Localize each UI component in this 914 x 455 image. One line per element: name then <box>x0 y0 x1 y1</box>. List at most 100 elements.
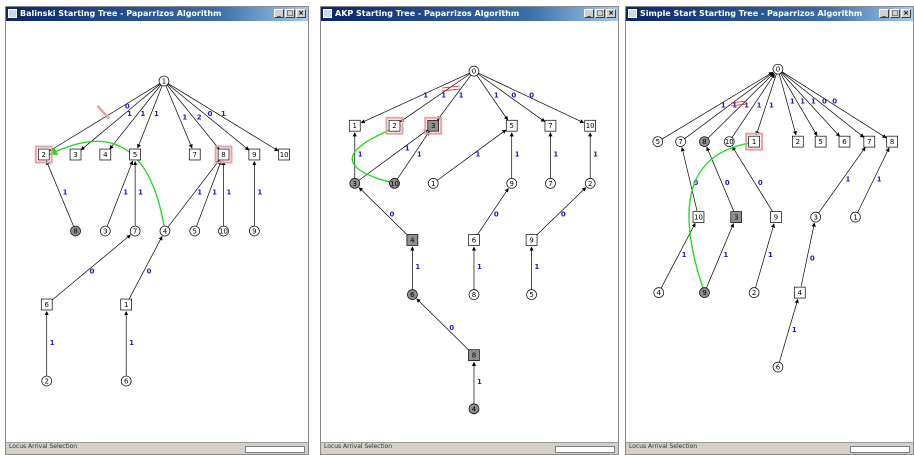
tree-edge <box>167 83 250 151</box>
tree-node-square[interactable]: 8 <box>886 135 898 148</box>
tree-node-circle[interactable]: 1 <box>850 211 861 223</box>
tree-node-circle[interactable]: 7 <box>545 178 556 189</box>
tree-node-circle[interactable]: 8 <box>468 289 480 300</box>
tree-node-circle[interactable]: 3 <box>100 225 111 237</box>
tree-node-circle[interactable]: 0 <box>772 63 784 75</box>
tree-node-square[interactable]: 5 <box>129 148 141 161</box>
tree-node-circle[interactable]: 6 <box>407 289 418 300</box>
window-akp[interactable]: AKP Starting Tree - Paparrizos Algorithm… <box>320 6 619 455</box>
tree-node-square[interactable]: 8 <box>214 145 233 164</box>
edge-weight-label: 1 <box>221 110 226 118</box>
tree-node-circle[interactable]: 8 <box>699 136 710 147</box>
tree-node-square[interactable]: 5 <box>814 135 827 148</box>
tree-node-circle[interactable]: 1 <box>427 178 439 189</box>
tree-edge <box>106 160 134 227</box>
tree-node-square[interactable]: 1 <box>745 132 764 151</box>
title-bar[interactable]: Simple Start Starting Tree - Paparrizos … <box>626 7 913 21</box>
tree-node-circle[interactable]: 5 <box>652 136 664 147</box>
tree-node-circle[interactable]: 4 <box>653 287 665 298</box>
tree-node-square[interactable]: 3 <box>69 148 82 161</box>
tree-node-circle[interactable]: 5 <box>526 289 537 300</box>
maximize-button[interactable]: □ <box>595 9 605 18</box>
tree-node-square[interactable]: 9 <box>525 234 538 246</box>
node-label: 8 <box>73 227 77 235</box>
tree-node-circle[interactable]: 6 <box>772 361 784 373</box>
tree-edge <box>167 159 220 228</box>
tree-edge <box>360 72 470 124</box>
tree-node-square[interactable]: 2 <box>791 135 804 148</box>
tree-node-circle[interactable]: 9 <box>506 178 518 189</box>
tree-node-circle[interactable]: 8 <box>70 225 81 237</box>
node-label: 3 <box>353 180 357 188</box>
tree-node-square[interactable]: 10 <box>584 119 596 132</box>
tree-node-square[interactable]: 5 <box>505 119 518 132</box>
removed-edge-mark <box>731 100 748 107</box>
tree-node-circle[interactable]: 9 <box>699 287 710 298</box>
edge-weight-label: 1 <box>515 151 520 159</box>
tree-edge <box>396 131 430 180</box>
tree-node-square[interactable]: 8 <box>468 349 480 361</box>
tree-node-circle[interactable]: 7 <box>675 136 686 147</box>
close-button[interactable]: × <box>901 9 911 18</box>
edge-weight-label: 1 <box>212 189 217 197</box>
title-bar[interactable]: Balinski Starting Tree - Paparrizos Algo… <box>6 7 308 21</box>
tree-node-square[interactable]: 1 <box>120 298 133 311</box>
tree-edge <box>780 73 818 137</box>
minimize-button[interactable]: _ <box>584 9 594 18</box>
tree-edge <box>476 74 509 121</box>
minimize-button[interactable]: _ <box>879 9 889 18</box>
tree-node-square[interactable]: 6 <box>40 298 53 311</box>
close-button[interactable]: × <box>296 9 306 18</box>
tree-node-circle[interactable]: 3 <box>349 178 361 189</box>
tree-node-circle[interactable]: 10 <box>723 136 735 147</box>
tree-node-circle[interactable]: 2 <box>584 178 596 189</box>
close-button[interactable]: × <box>606 9 616 18</box>
tree-node-square[interactable]: 2 <box>385 116 404 135</box>
tree-edge <box>51 234 131 301</box>
edge-weight-label: 1 <box>744 101 749 109</box>
title-bar[interactable]: AKP Starting Tree - Paparrizos Algorithm… <box>321 7 618 21</box>
tree-edge <box>80 83 161 151</box>
tree-node-circle[interactable]: 2 <box>41 375 53 387</box>
tree-node-square[interactable]: 10 <box>692 211 705 223</box>
tree-node-square[interactable]: 3 <box>730 211 743 223</box>
tree-node-square[interactable]: 7 <box>188 148 201 161</box>
tree-node-square[interactable]: 4 <box>406 234 419 246</box>
tree-node-square[interactable]: 6 <box>468 234 480 246</box>
tree-node-square[interactable]: 9 <box>248 148 261 161</box>
tree-node-circle[interactable]: 10 <box>218 225 229 237</box>
maximize-button[interactable]: □ <box>890 9 900 18</box>
tree-node-circle[interactable]: 10 <box>389 178 400 189</box>
tree-node-circle[interactable]: 4 <box>159 225 171 237</box>
tree-node-circle[interactable]: 9 <box>249 225 260 237</box>
tree-node-square[interactable]: 6 <box>838 135 851 148</box>
tree-node-square[interactable]: 4 <box>99 148 112 161</box>
tree-node-square[interactable]: 3 <box>424 116 443 135</box>
edge-weight-label: 1 <box>138 189 143 197</box>
tree-node-circle[interactable]: 2 <box>748 287 760 298</box>
tree-node-circle[interactable]: 5 <box>189 225 201 237</box>
node-label: 6 <box>842 138 846 146</box>
tree-node-square[interactable]: 7 <box>544 119 557 132</box>
tree-node-square[interactable]: 1 <box>348 119 361 132</box>
tree-node-square[interactable]: 9 <box>770 211 782 223</box>
minimize-button[interactable]: _ <box>274 9 284 18</box>
tree-node-circle[interactable]: 4 <box>468 403 480 415</box>
edge-weight-label: 1 <box>459 92 464 100</box>
tree-node-circle[interactable]: 6 <box>120 375 132 387</box>
tree-edge <box>165 85 193 149</box>
tree-node-circle[interactable]: 1 <box>158 75 170 87</box>
node-label: 5 <box>529 291 533 299</box>
tree-node-circle[interactable]: 3 <box>810 211 821 223</box>
window-simple-start[interactable]: Simple Start Starting Tree - Paparrizos … <box>625 6 914 455</box>
window-balinski[interactable]: Balinski Starting Tree - Paparrizos Algo… <box>5 6 309 455</box>
maximize-button[interactable]: □ <box>285 9 295 18</box>
tree-node-circle[interactable]: 0 <box>468 65 480 77</box>
tree-node-circle[interactable]: 7 <box>129 225 141 237</box>
tree-node-square[interactable]: 2 <box>34 145 53 164</box>
tree-node-square[interactable]: 4 <box>793 286 806 299</box>
cycle-arc <box>688 138 761 293</box>
tree-node-square[interactable]: 7 <box>863 135 876 148</box>
tree-node-square[interactable]: 10 <box>278 148 290 161</box>
